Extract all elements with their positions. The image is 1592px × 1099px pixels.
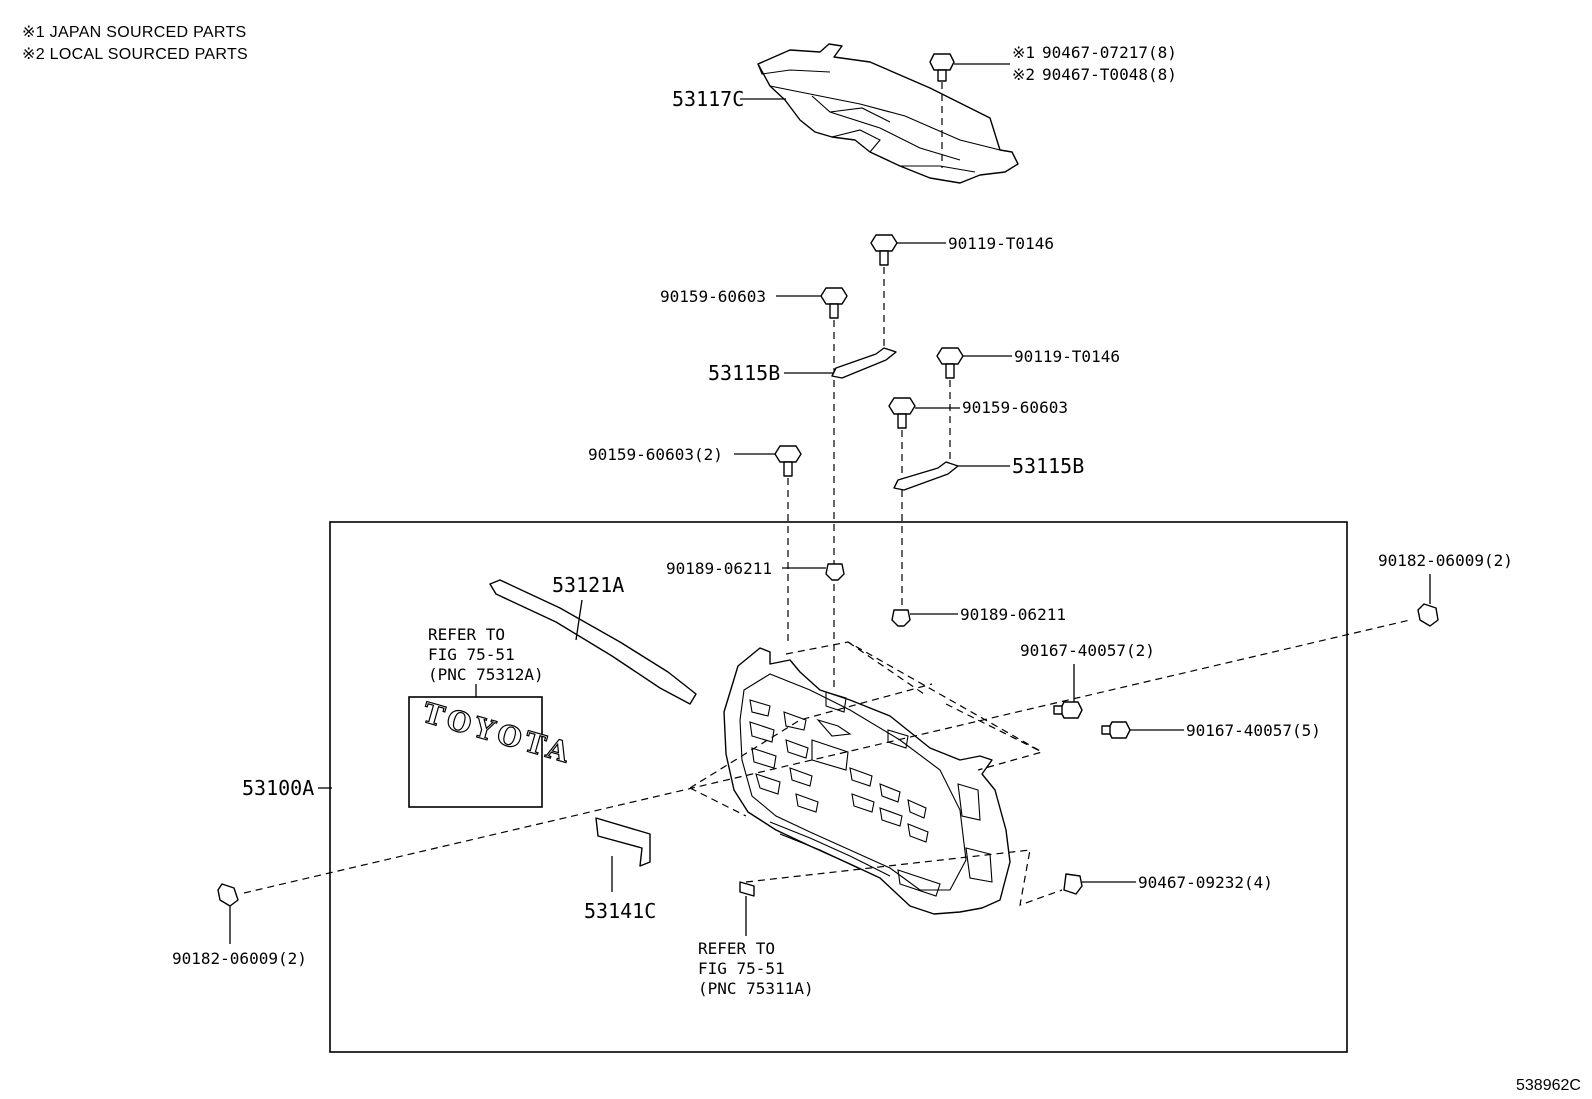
label-bolt-90119-right: 90119-T0146 xyxy=(1014,347,1120,366)
clip-90189-left-icon xyxy=(825,563,845,581)
label-nut-90167-b: 90167-40057(5) xyxy=(1186,721,1321,740)
label-bolt-90159-left: 90159-60603 xyxy=(660,287,766,306)
figure-id: 538962C xyxy=(1516,1077,1581,1094)
emblem-ref-line-3: (PNC 75312A) xyxy=(428,665,544,684)
grille-part xyxy=(723,647,1011,915)
emblem-ref-line-2: FIG 75-51 xyxy=(428,645,515,664)
label-bolt-90119-upper: 90119-T0146 xyxy=(948,234,1054,253)
bolt-90467-icon xyxy=(929,53,955,82)
label-bolt-90467-b: 90467-T0048(8) xyxy=(1042,65,1177,84)
assembly-frame xyxy=(329,521,1348,1053)
label-bolt-90467-a: 90467-07217(8) xyxy=(1042,43,1177,62)
label-moulding: 53121A xyxy=(552,573,624,597)
label-clip-90189-right: 90189-06211 xyxy=(960,605,1066,624)
nut-90182-right-icon xyxy=(1417,603,1439,627)
insert-part xyxy=(595,817,651,867)
lower-ref-line-1: REFER TO xyxy=(698,939,775,958)
emblem-ref-line-1: REFER TO xyxy=(428,625,505,644)
label-bracket-right: 53115B xyxy=(1012,454,1084,478)
bracket-right-part xyxy=(893,461,959,491)
label-bracket-left: 53115B xyxy=(708,361,780,385)
lower-ref-line-3: (PNC 75311A) xyxy=(698,979,814,998)
label-nut-90167-a: 90167-40057(2) xyxy=(1020,641,1155,660)
nut-90182-left-icon xyxy=(217,883,239,907)
emblem-box xyxy=(408,696,543,808)
emblem-toyota-logo: TOYOTA xyxy=(419,696,577,770)
undercover-part xyxy=(757,43,1019,184)
bolt-90159-right-icon xyxy=(888,397,916,429)
label-nut-90182-right: 90182-06009(2) xyxy=(1378,551,1513,570)
nut-90167-a-icon xyxy=(1053,701,1083,719)
bolt-90159-grille-icon xyxy=(774,445,802,477)
nut-90167-b-icon xyxy=(1101,721,1131,739)
label-bolt-90159-right: 90159-60603 xyxy=(962,398,1068,417)
moulding-part xyxy=(489,579,697,705)
axis-90182 xyxy=(243,619,1411,894)
label-undercover: 53117C xyxy=(672,87,744,111)
label-grille-assy: 53100A xyxy=(242,776,314,800)
label-nut-90182-left: 90182-06009(2) xyxy=(172,949,307,968)
clip-90189-right-icon xyxy=(891,609,911,627)
bolt-90119-upper-icon xyxy=(870,234,898,266)
bracket-left-part xyxy=(831,347,897,379)
mark-japan: ※1 xyxy=(1012,43,1035,62)
lower-ref-part xyxy=(739,881,755,897)
label-bolt-90159-grille: 90159-60603(2) xyxy=(588,445,723,464)
note-local-sourced: ※2 LOCAL SOURCED PARTS xyxy=(22,46,248,63)
label-screw-90467: 90467-09232(4) xyxy=(1138,873,1273,892)
mark-local: ※2 xyxy=(1012,65,1035,84)
note-japan-sourced: ※1 JAPAN SOURCED PARTS xyxy=(22,24,247,41)
screw-90467-icon xyxy=(1063,873,1083,895)
label-clip-90189-left: 90189-06211 xyxy=(666,559,772,578)
lower-ref-line-2: FIG 75-51 xyxy=(698,959,785,978)
bolt-90159-left-icon xyxy=(820,287,848,319)
label-insert: 53141C xyxy=(584,899,656,923)
bolt-90119-right-icon xyxy=(936,347,964,379)
